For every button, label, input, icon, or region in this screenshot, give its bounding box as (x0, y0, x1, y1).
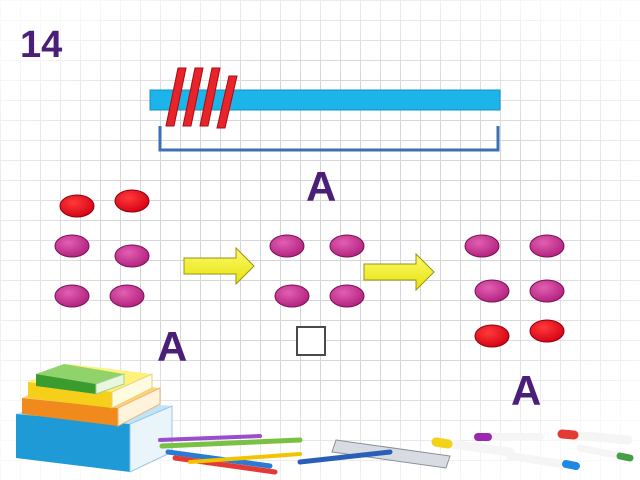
arrow-right-1 (183, 246, 255, 286)
bar-letter: A (306, 163, 337, 210)
markers-illustration (431, 429, 634, 470)
measure-bar (149, 67, 501, 152)
bar-bracket (158, 126, 500, 152)
ruler-illustration (297, 439, 451, 469)
answer-box[interactable] (296, 326, 326, 356)
dot-group-2 (269, 234, 365, 308)
right-letter: A (511, 367, 542, 414)
left-letter: A (157, 323, 188, 370)
arrow-right-2 (363, 252, 435, 292)
pencils-illustration (158, 434, 303, 475)
books-stack-illustration (16, 364, 173, 473)
dot-group-3 (464, 234, 565, 348)
bar-stripes (165, 67, 238, 129)
dot-group-1 (54, 189, 150, 308)
slide-number: 14 (20, 24, 63, 66)
